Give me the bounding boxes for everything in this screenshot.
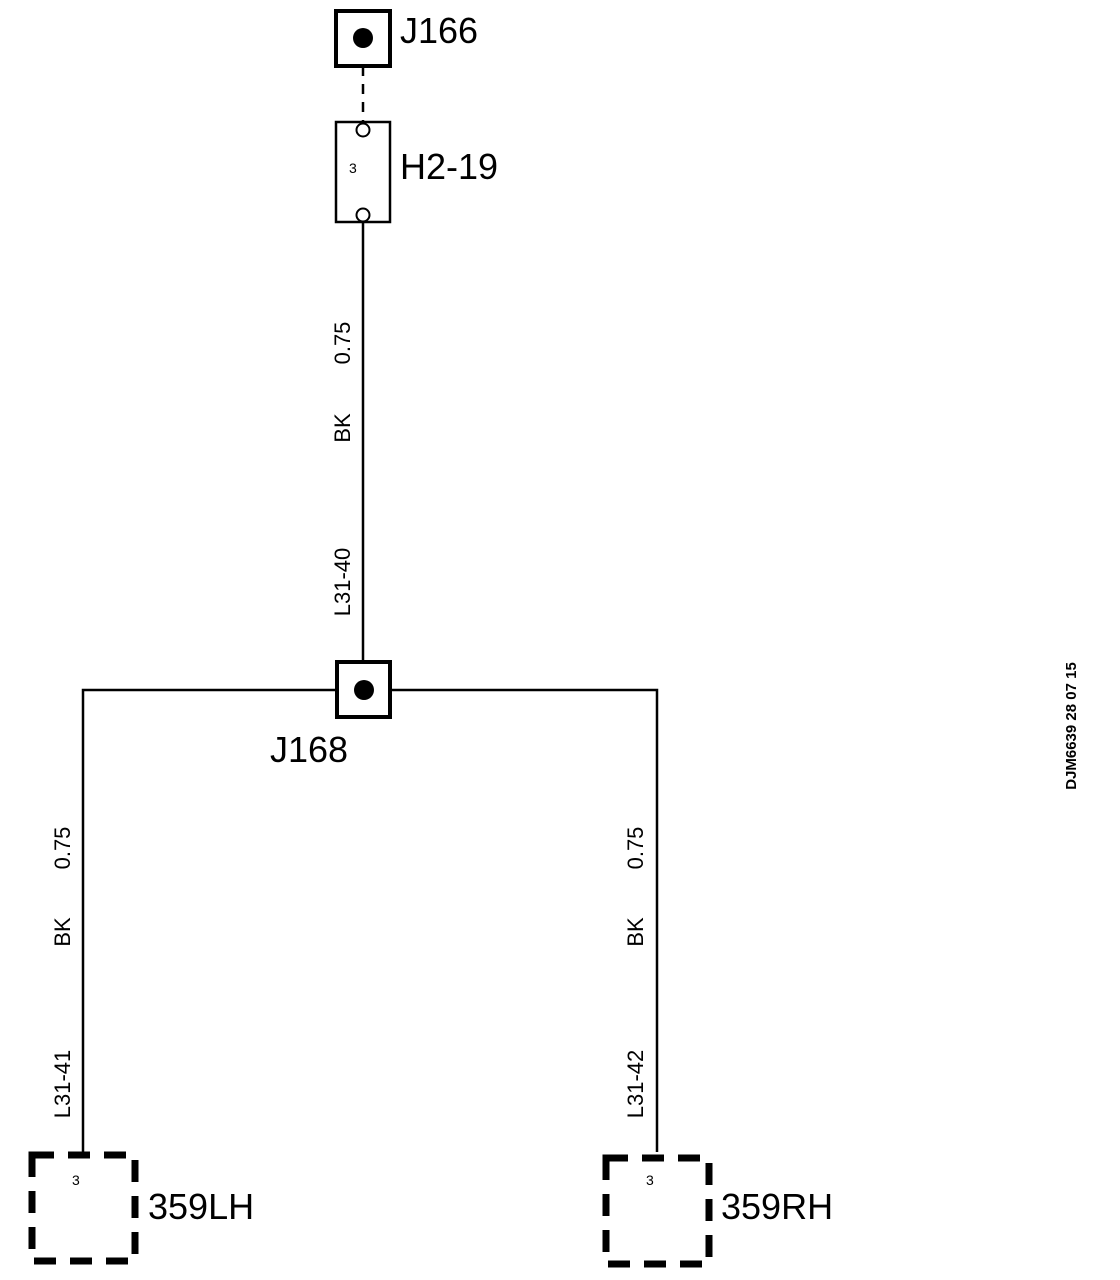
component-359lh-pin: 3 — [72, 1172, 80, 1188]
splice-j168-label: J168 — [270, 729, 348, 770]
splice-j168-dot — [354, 680, 374, 700]
splice-j168[interactable] — [335, 660, 392, 719]
wire-left-color: BK — [50, 917, 75, 947]
component-359rh-label: 359RH — [721, 1186, 833, 1227]
component-359lh-box[interactable] — [28, 1151, 139, 1265]
splice-j166-dot — [353, 28, 373, 48]
connector-h2-19-terminal-top — [355, 122, 371, 138]
connector-h2-19-terminal-bottom — [355, 207, 371, 223]
wire-left-circuit: L31-41 — [50, 1050, 75, 1119]
wire-right[interactable] — [390, 688, 659, 1152]
splice-j166[interactable] — [334, 9, 392, 68]
component-359rh-box[interactable] — [602, 1154, 713, 1268]
connector-h2-19-label: H2-19 — [400, 146, 498, 187]
component-359rh-pin: 3 — [646, 1172, 654, 1188]
wire-right-size: 0.75 — [623, 827, 648, 870]
component-359lh-label: 359LH — [148, 1186, 254, 1227]
wire-left[interactable] — [81, 688, 336, 1152]
wire-right-circuit: L31-42 — [623, 1050, 648, 1119]
wire-main-size: 0.75 — [330, 322, 355, 365]
diagram-code: DJM6639 28 07 15 — [1063, 662, 1080, 790]
splice-j166-label: J166 — [400, 10, 478, 51]
wire-left-size: 0.75 — [50, 827, 75, 870]
wire-main-color: BK — [330, 413, 355, 443]
wire-right-color: BK — [623, 917, 648, 947]
connector-h2-19-pin: 3 — [349, 160, 357, 176]
wire-main-circuit: L31-40 — [330, 548, 355, 617]
connector-h2-19[interactable] — [334, 120, 392, 224]
